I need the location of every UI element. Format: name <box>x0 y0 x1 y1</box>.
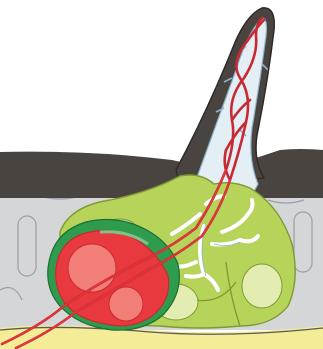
red-nodule-small <box>109 287 143 321</box>
red-nodule-large <box>68 244 116 292</box>
green-nodule-2 <box>242 264 282 308</box>
